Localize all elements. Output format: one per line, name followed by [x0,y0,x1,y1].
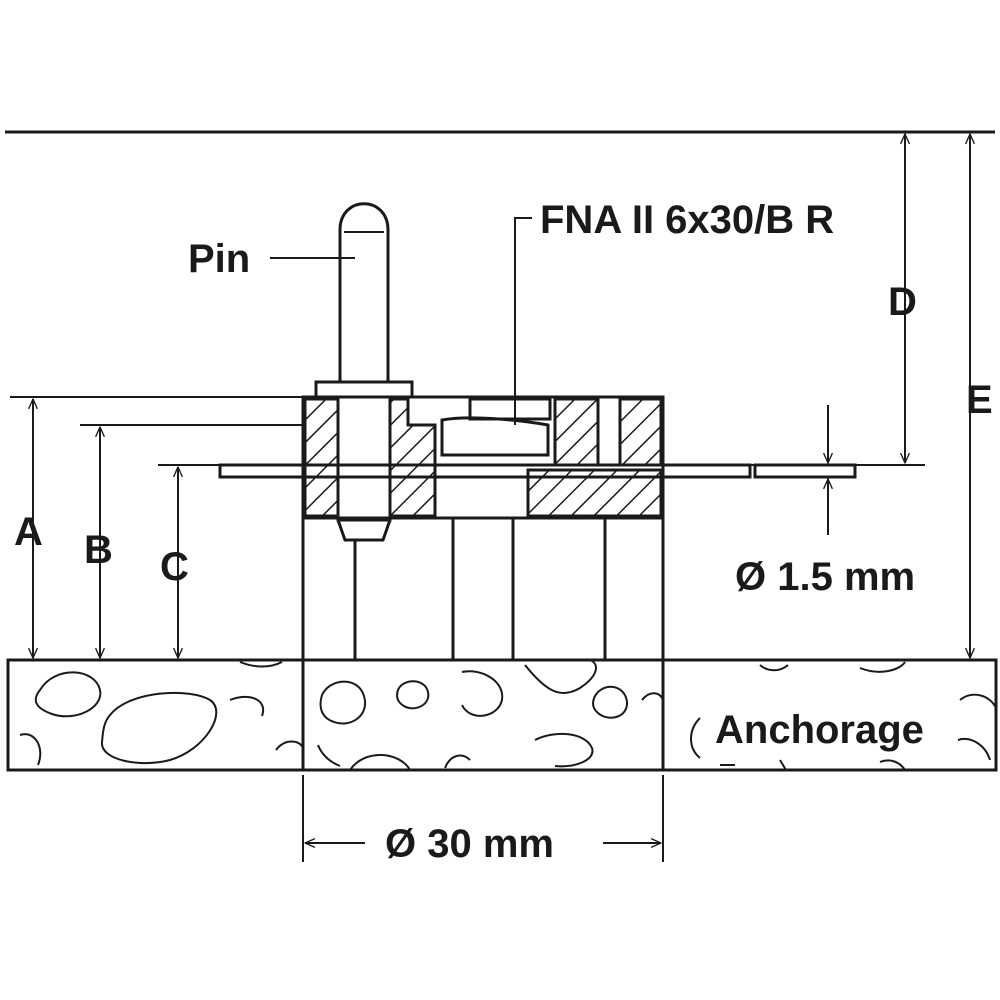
extension-lines [10,396,925,862]
anchorage-label: Anchorage [715,708,924,752]
dimension-e-label: E [966,378,993,422]
dimension-d-label: D [888,280,917,324]
diameter-label: Ø 30 mm [385,822,554,866]
product-label: FNA II 6x30/B R [540,198,834,242]
thickness-label: Ø 1.5 mm [735,555,915,599]
anchorage-base [6,658,998,772]
fastener-body [301,395,665,520]
dimension-b-label: B [84,528,113,572]
product-leader-line [514,217,532,425]
pin [314,202,414,542]
dimension-a-label: A [14,510,43,554]
dimension-c-label: C [160,545,189,589]
aggregate-stones [19,659,997,771]
pin-label: Pin [188,237,250,281]
